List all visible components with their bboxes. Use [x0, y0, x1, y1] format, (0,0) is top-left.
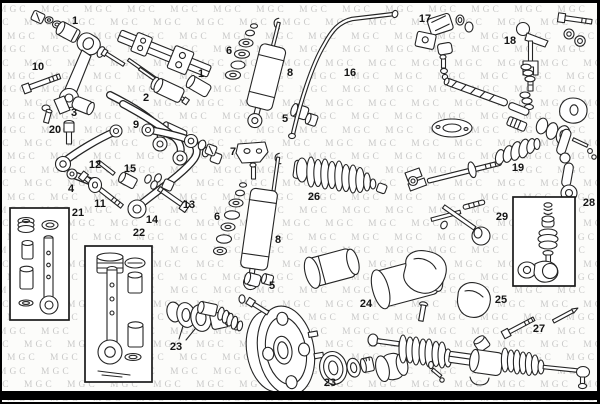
- upper-swivel-link: [41, 32, 126, 124]
- part-label-21: 21: [71, 207, 85, 219]
- washer-stack-6-upper: [224, 23, 259, 80]
- pin-12: [96, 159, 116, 176]
- part-label-5: 5: [268, 280, 276, 292]
- part-label-10: 10: [31, 61, 45, 73]
- watermark-text: MGC MGC MGC MGC MGC MGC MGC MGC MGC MGC …: [2, 179, 597, 190]
- watermark-text: MGC MGC MGC MGC MGC MGC MGC MGC MGC MGC …: [2, 273, 597, 283]
- part-label-23: 23: [169, 341, 183, 353]
- steering-shaft: [431, 63, 588, 145]
- part-label-26: 26: [307, 191, 321, 203]
- sleeve-15: [118, 171, 138, 190]
- watermark-text: MGC MGC MGC MGC MGC MGC MGC MGC MGC MGC …: [2, 5, 597, 15]
- inset-box-21: [9, 207, 70, 321]
- watermark-text: MGC MGC MGC MGC MGC MGC MGC MGC MGC MGC …: [2, 259, 597, 270]
- watermark-text: MGC MGC MGC MGC MGC MGC MGC MGC MGC MGC …: [2, 152, 597, 163]
- bushing-1-right: [185, 74, 212, 98]
- hub-bolt: [238, 294, 270, 316]
- part-label-8: 8: [274, 234, 282, 246]
- part-label-5: 5: [281, 113, 289, 125]
- part-label-13: 13: [182, 199, 196, 211]
- inset-box-28: [512, 196, 576, 287]
- pivot-bolt-10: [21, 73, 62, 95]
- watermark-text: MGC MGC MGC MGC MGC MGC MGC MGC MGC MGC …: [2, 246, 597, 257]
- bracket-7: [235, 141, 269, 180]
- upper-link-hardware: [30, 10, 81, 43]
- part-label-20: 20: [48, 124, 62, 136]
- part-label-16: 16: [343, 67, 357, 79]
- part-label-3: 3: [70, 107, 78, 119]
- washer-stack-6-lower: [212, 182, 248, 256]
- part-label-6: 6: [225, 45, 233, 57]
- watermark-text: MGC MGC MGC MGC MGC MGC MGC MGC MGC MGC …: [2, 18, 597, 29]
- part-label-6: 6: [213, 211, 221, 223]
- part-label-23: 23: [323, 377, 337, 389]
- watermark-text: MGC MGC MGC MGC MGC MGC MGC MGC MGC MGC …: [2, 206, 597, 216]
- bearing-set-23: [319, 350, 409, 385]
- bolt-13: [144, 174, 191, 213]
- watermark-text: MGC MGC MGC MGC MGC MGC MGC MGC MGC MGC …: [2, 85, 597, 96]
- part-label-19: 19: [511, 162, 525, 174]
- part-label-15: 15: [123, 163, 137, 175]
- small-bolt: [551, 307, 579, 324]
- watermark-text: MGC MGC MGC MGC MGC MGC MGC MGC MGC MGC …: [2, 31, 597, 42]
- tool-29: [430, 199, 491, 246]
- watermark-text: MGC MGC MGC MGC MGC MGC MGC MGC MGC MGC …: [2, 72, 597, 82]
- part-label-28: 28: [582, 197, 596, 209]
- part-label-14: 14: [145, 214, 159, 226]
- part-label-22: 22: [132, 227, 146, 239]
- watermark-text: MGC MGC MGC MGC MGC MGC MGC MGC MGC MGC …: [2, 45, 597, 56]
- rubber-pads-25: [403, 250, 491, 318]
- watermark-text: MGC MGC MGC MGC MGC MGC MGC MGC MGC MGC …: [2, 192, 597, 203]
- steering-rack: [367, 301, 591, 390]
- damper-link: [197, 300, 244, 332]
- part-label-4: 4: [67, 183, 75, 195]
- watermark-text: MGC MGC MGC MGC MGC MGC MGC MGC MGC MGC …: [2, 139, 597, 149]
- inset-box-22: [84, 245, 153, 383]
- watermark-text: MGC MGC MGC MGC MGC MGC MGC MGC MGC MGC …: [2, 299, 597, 310]
- watermark-text: MGC MGC MGC MGC MGC MGC MGC MGC MGC MGC …: [2, 232, 597, 243]
- part-label-25: 25: [494, 294, 508, 306]
- bushing-5-lower: [243, 271, 275, 288]
- part-label-1: 1: [71, 15, 79, 27]
- rack-gaiter-26: [292, 156, 388, 195]
- part-label-7: 7: [229, 146, 237, 158]
- part-label-1: 1: [197, 68, 205, 80]
- part-label-29: 29: [495, 211, 509, 223]
- anti-roll-bar-16: [288, 9, 399, 140]
- part-label-8: 8: [286, 67, 294, 79]
- part-label-24: 24: [359, 298, 373, 310]
- diagram-artwork: [9, 9, 597, 395]
- wheel-hub: [245, 305, 325, 395]
- watermark-text: MGC MGC MGC MGC MGC MGC MGC MGC MGC MGC …: [2, 125, 597, 136]
- part-label-27: 27: [532, 323, 546, 335]
- part-label-9: 9: [132, 119, 140, 131]
- part-label-2: 2: [142, 92, 150, 104]
- lower-lever-arm: [54, 124, 123, 173]
- tie-rod-19: [404, 128, 597, 202]
- bolt-11: [77, 170, 124, 209]
- shock-absorber-upper: [246, 17, 287, 129]
- part-label-17: 17: [418, 13, 432, 25]
- watermark-text: MGC MGC MGC MGC MGC MGC MGC MGC MGC MGC …: [2, 219, 597, 230]
- part-label-12: 12: [88, 159, 102, 171]
- lower-arm-14: [127, 123, 218, 219]
- bolt-washers-topright: [556, 12, 593, 47]
- watermark-text: MGC MGC MGC MGC MGC MGC MGC MGC MGC MGC …: [2, 58, 597, 69]
- part-label-11: 11: [94, 198, 106, 210]
- bottom-frame-bar: [2, 391, 597, 400]
- bolt-20: [63, 119, 75, 145]
- part-label-18: 18: [503, 35, 517, 47]
- watermark-text: MGC MGC MGC MGC MGC MGC MGC MGC MGC MGC …: [2, 286, 597, 297]
- bolt-27: [500, 316, 536, 340]
